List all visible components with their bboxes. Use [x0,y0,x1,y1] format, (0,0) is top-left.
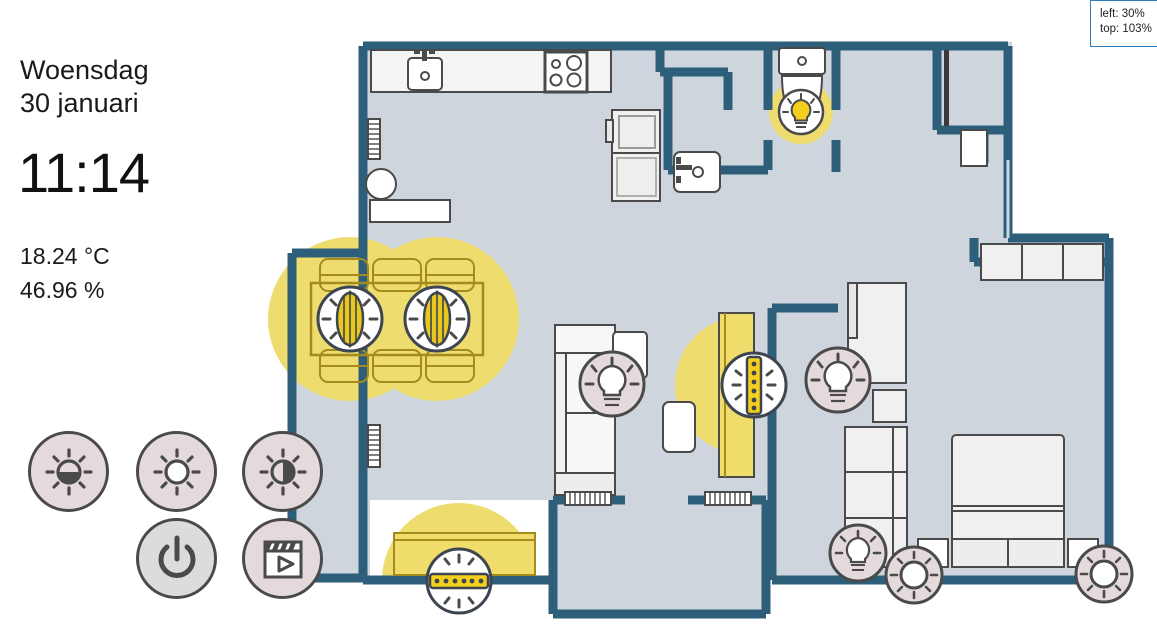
brightness-half-button[interactable] [242,431,323,512]
lights-on-button[interactable] [136,431,217,512]
light-living-strip[interactable] [720,351,788,419]
date-label: 30 januari [20,88,139,118]
bench [369,199,451,223]
light-dining-strip[interactable] [425,547,493,615]
kitchen-sink [407,50,443,91]
light-dining-right[interactable] [403,285,471,353]
radiator-living-right [704,491,752,506]
kitchen-stove [543,50,589,94]
power-icon [158,535,195,578]
wardrobe-right [980,243,1104,281]
washbasin [673,151,721,193]
dining-set [309,258,485,383]
brightness-low-button[interactable] [28,431,109,512]
radiator-living-left [564,491,612,506]
humidity-label: 46.96 % [20,277,105,303]
tooltip-top-value: top: 103% [1100,23,1152,35]
weekday-label: Woensdag [20,55,149,85]
door-panel [960,129,988,167]
side-table [662,401,696,453]
clock-label: 11:14 [18,141,150,204]
film-play-icon [263,540,302,578]
round-table [365,168,397,200]
light-bedroom-spot-l[interactable] [884,545,944,605]
sun-icon [152,447,201,496]
light-bedroom-bulb[interactable] [828,523,888,583]
coordinate-tooltip: left: 30% top: 103% [1090,0,1157,47]
sun-half-bottom-icon [44,447,93,496]
light-hall-bulb[interactable] [804,346,872,414]
temperature-label: 18.24 °C [20,243,110,269]
light-bathroom[interactable] [777,88,825,136]
washing-machine [605,109,661,202]
balcony-top-right [944,50,988,167]
kitchen-fixtures [365,49,612,468]
movie-scene-button[interactable] [242,518,323,599]
sun-half-right-icon [258,447,307,496]
power-button[interactable] [136,518,217,599]
info-panel: Woensdag 30 januari 11:14 18.24 °C 46.96… [0,0,350,639]
bed [951,434,1065,568]
tooltip-left-value: left: 30% [1100,8,1145,20]
light-living-sofa[interactable] [578,350,646,418]
radiator-dining [367,424,381,468]
light-bedroom-spot-r[interactable] [1074,544,1134,604]
radiator-kitchen [367,118,381,160]
light-dining-left[interactable] [316,285,384,353]
